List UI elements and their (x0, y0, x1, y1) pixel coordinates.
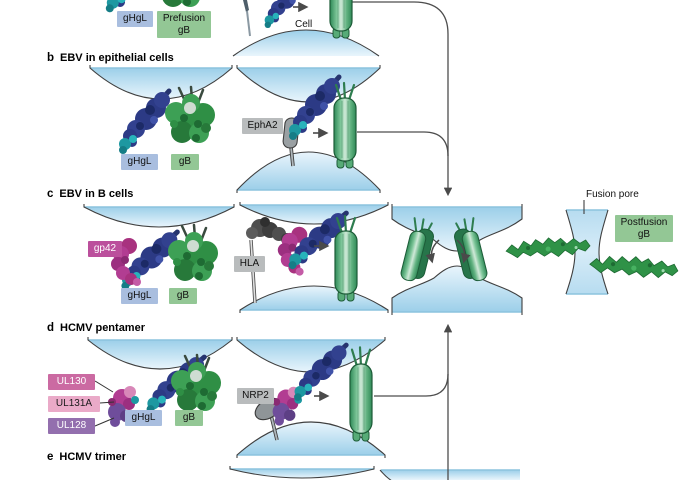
connector-b-join (357, 131, 449, 157)
fold-arrow-right (456, 239, 471, 264)
prefusion-gb-structure-a (154, 0, 208, 9)
ghgl-structure-b1 (119, 91, 170, 154)
membrane-virion-c2 (239, 202, 389, 225)
membrane-hemifusion-bottom (391, 265, 523, 315)
membrane-virion-d1 (87, 337, 233, 370)
ul130-label: UL130 (48, 374, 95, 390)
fusion-pore-label: Fusion pore (586, 189, 639, 200)
panel-d-title: HCMV pentamer (60, 322, 145, 334)
membrane-virion-e1 (229, 466, 375, 479)
membrane-virion-c1 (83, 204, 235, 228)
membrane-virion-b2 (236, 65, 381, 103)
fold-arrow-left (425, 239, 440, 264)
panel-d-letter: d (47, 322, 55, 334)
panel-b-title: EBV in epithelial cells (60, 52, 174, 64)
postfusion-gb-label: Postfusion gB (615, 215, 673, 242)
prefusion-gb-label: Prefusion gB (157, 11, 211, 38)
panel-c-letter: c (47, 188, 54, 200)
connector-a-to-hemifusion (352, 1, 453, 197)
cell-label: Cell (295, 19, 313, 30)
ul128-label: UL128 (48, 418, 95, 434)
membrane-cell-b2 (236, 151, 381, 193)
membrane-cell-c2 (239, 285, 389, 313)
ghgl-label-a: gHgL (117, 11, 153, 27)
gb-label-d: gB (175, 410, 203, 426)
ghgl-label-b: gHgL (121, 154, 158, 170)
gp42-label: gp42 (88, 241, 122, 257)
panel-d-header: d HCMV pentamer (47, 322, 145, 334)
gb-label-c: gB (169, 288, 197, 304)
hla-receptor (246, 217, 293, 304)
membrane-virion-e2 (379, 469, 520, 480)
membrane-cell-row-a (232, 29, 380, 57)
panel-b-letter: b (47, 52, 55, 64)
connector-d-join (374, 373, 449, 397)
hla-label: HLA (234, 256, 265, 272)
ul131a-label: UL131A (48, 396, 100, 412)
pathway-connectors (352, 1, 453, 480)
ghgl-label-c: gHgL (121, 288, 158, 304)
panel-c-header: c EBV in B cells (47, 188, 133, 200)
receptor-needle-a (243, 0, 251, 37)
gb-label-b: gB (171, 154, 199, 170)
panel-b-header: b EBV in epithelial cells (47, 52, 174, 64)
panel-c-title: EBV in B cells (59, 188, 134, 200)
panel-e-title: HCMV trimer (59, 451, 127, 463)
ghgl-label-d: gHgL (125, 410, 162, 426)
extended-gb-pillar-a (328, 0, 354, 40)
panel-e-header: e HCMV trimer (47, 451, 126, 463)
panel-e-letter: e (47, 451, 54, 463)
epha2-label: EphA2 (242, 118, 283, 134)
ul-label-pointer-lines (94, 380, 115, 427)
nrp2-label: NRP2 (237, 388, 274, 404)
